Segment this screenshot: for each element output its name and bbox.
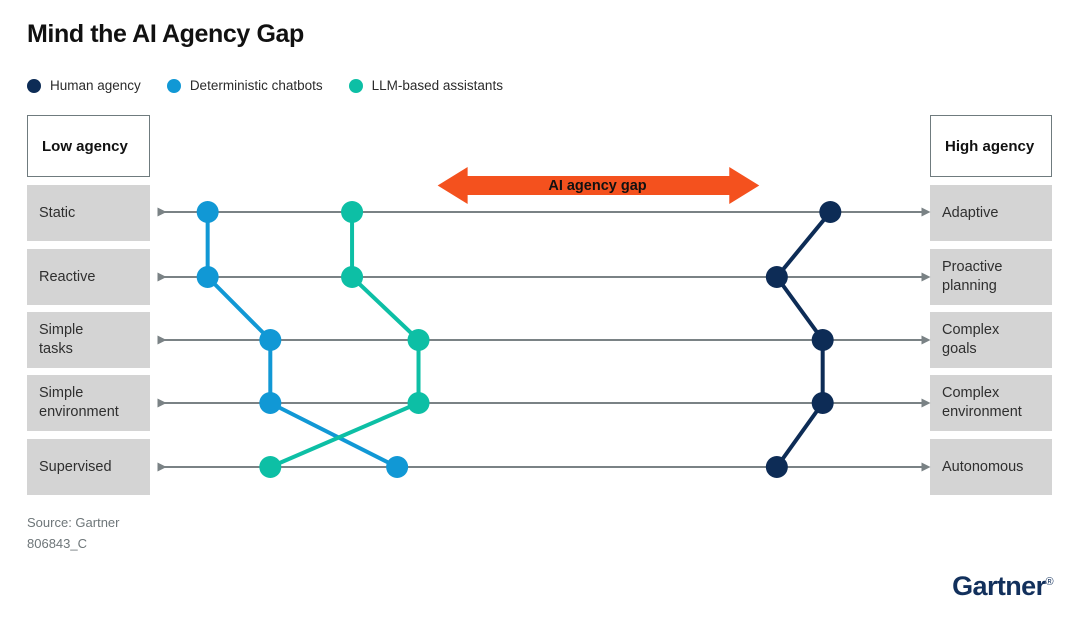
data-point-deterministic-chatbots-row-3[interactable] (259, 329, 282, 351)
data-point-deterministic-chatbots-row-1[interactable] (196, 201, 219, 223)
data-point-human-agency-row-4[interactable] (811, 392, 834, 414)
row-label-right-complex-environment: Complex environment (930, 375, 1052, 431)
row-label-left-simple-environment: Simple environment (27, 375, 150, 431)
data-point-llm-based-assistants-row-5[interactable] (259, 456, 282, 478)
row-label-right-proactive-planning-text: Proactive planning (942, 259, 1003, 294)
legend-swatch-human-agency (27, 78, 41, 93)
row-label-left-reactive-text: Reactive (39, 268, 96, 285)
data-point-llm-based-assistants-row-3[interactable] (407, 329, 430, 351)
row-label-left-simple-tasks: Simple tasks (27, 312, 150, 368)
row-label-left-simple-environment-text: Simple environment (39, 385, 119, 420)
registered-mark-icon: ® (1045, 576, 1053, 588)
legend-item-deterministic-chatbots: Deterministic chatbots (166, 78, 323, 93)
high-agency-header: High agency (930, 115, 1052, 177)
data-point-human-agency-row-5[interactable] (765, 456, 788, 478)
row-label-left-supervised-text: Supervised (39, 458, 112, 475)
row-label-right-proactive-planning: Proactive planning (930, 249, 1052, 305)
high-agency-header-label: High agency (945, 137, 1035, 155)
legend-label-human-agency: Human agency (50, 78, 141, 93)
data-point-llm-based-assistants-row-4[interactable] (407, 392, 430, 414)
row-label-left-reactive: Reactive (27, 249, 150, 305)
legend: Human agency Deterministic chatbots LLM-… (27, 78, 529, 93)
series-group (196, 201, 842, 478)
data-point-human-agency-row-3[interactable] (811, 329, 834, 351)
row-label-right-autonomous-text: Autonomous (942, 458, 1024, 475)
data-point-deterministic-chatbots-row-5[interactable] (386, 456, 409, 478)
data-point-llm-based-assistants-row-2[interactable] (341, 266, 364, 288)
gartner-logo: Gartner® (952, 571, 1053, 602)
row-label-right-adaptive: Adaptive (930, 185, 1052, 241)
gartner-logo-text: Gartner (952, 571, 1046, 601)
legend-swatch-deterministic-chatbots (166, 78, 181, 93)
row-label-right-complex-goals-text: Complex goals (942, 322, 1000, 357)
row-label-left-supervised: Supervised (27, 439, 150, 495)
gap-arrow-shape (437, 167, 760, 204)
data-point-llm-based-assistants-row-1[interactable] (341, 201, 364, 223)
row-label-left-static: Static (27, 185, 150, 241)
ai-agency-gap-arrow (437, 167, 760, 204)
low-agency-header: Low agency (27, 115, 150, 177)
axis-lines (157, 207, 931, 472)
row-label-right-complex-environment-text: Complex environment (942, 385, 1022, 420)
legend-item-human-agency: Human agency (27, 78, 141, 93)
legend-item-llm-assistants: LLM-based assistants (348, 78, 503, 93)
data-point-human-agency-row-1[interactable] (819, 201, 842, 223)
legend-swatch-llm-assistants (348, 78, 363, 93)
row-label-right-adaptive-text: Adaptive (942, 204, 999, 221)
legend-label-llm-assistants: LLM-based assistants (371, 78, 503, 93)
data-point-deterministic-chatbots-row-4[interactable] (259, 392, 282, 414)
source-note: Source: Gartner 806843_C (27, 515, 120, 551)
data-point-deterministic-chatbots-row-2[interactable] (196, 266, 219, 288)
data-point-human-agency-row-2[interactable] (765, 266, 788, 288)
page-title: Mind the AI Agency Gap (27, 20, 304, 48)
row-label-right-complex-goals: Complex goals (930, 312, 1052, 368)
row-label-right-autonomous: Autonomous (930, 439, 1052, 495)
row-label-left-static-text: Static (39, 204, 76, 221)
low-agency-header-label: Low agency (42, 137, 128, 155)
legend-label-deterministic-chatbots: Deterministic chatbots (189, 78, 323, 93)
row-label-left-simple-tasks-text: Simple tasks (39, 322, 84, 357)
